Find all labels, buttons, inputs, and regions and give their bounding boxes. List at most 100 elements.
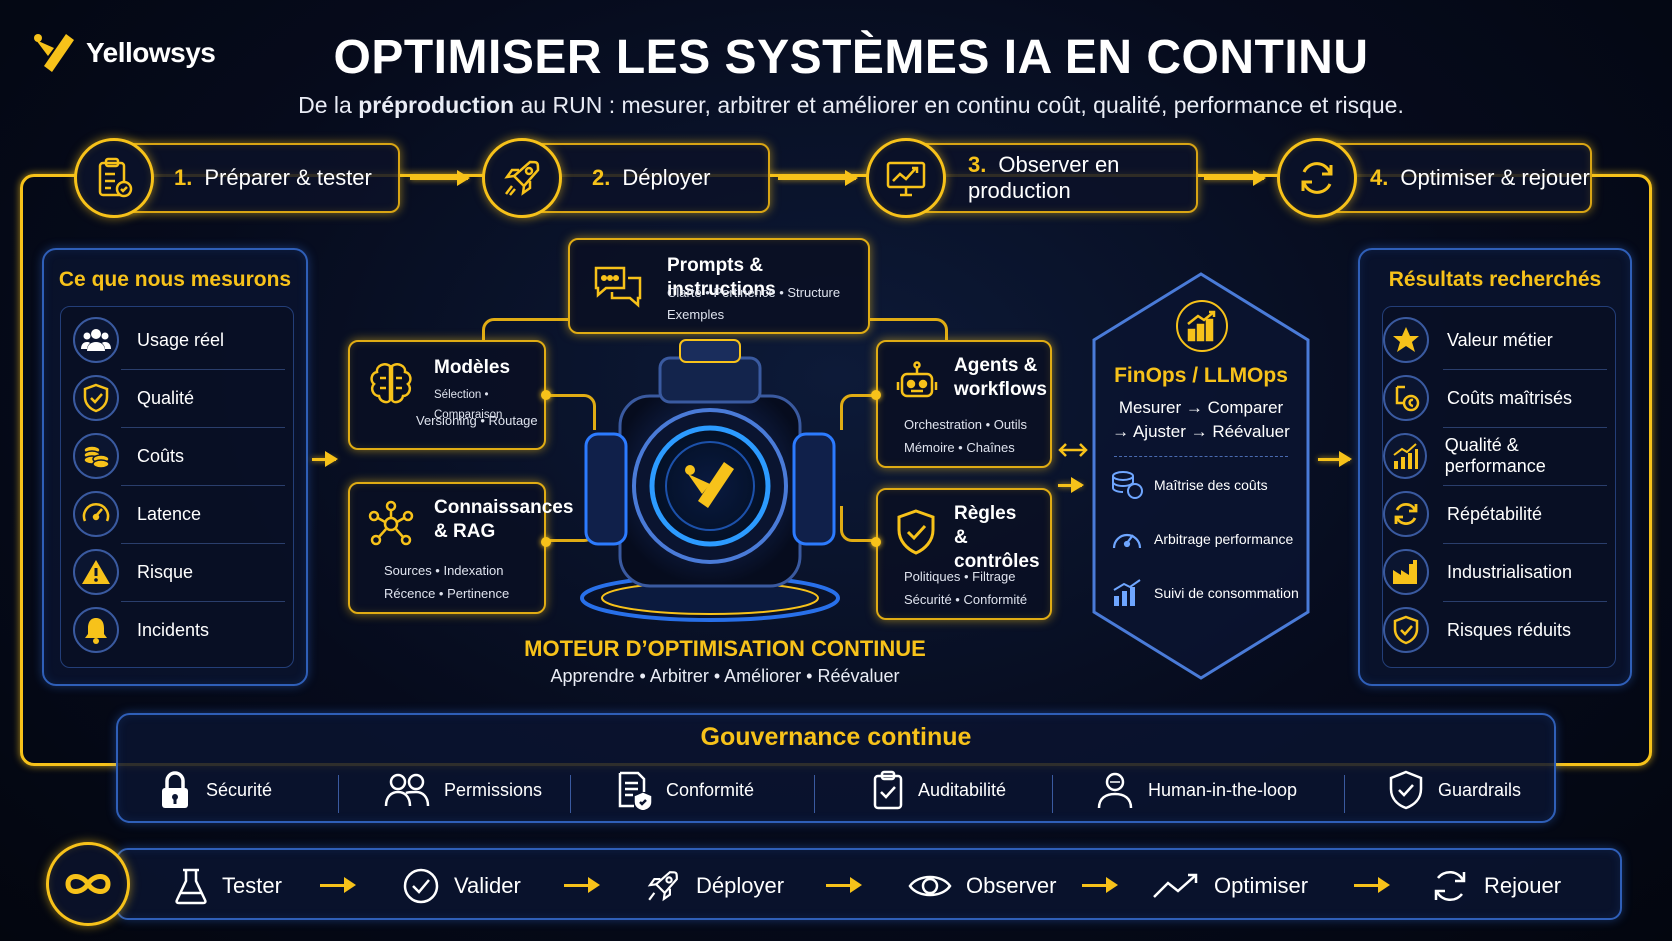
finops-title: FinOps / LLMOps <box>1114 364 1288 387</box>
agents-title: Agents &workflows <box>954 355 1047 400</box>
users-icon <box>81 329 111 351</box>
governance-separator <box>814 775 815 813</box>
list-item: Usage réel <box>61 311 293 369</box>
list-item: Risques réduits <box>1383 601 1615 659</box>
list-item: Industrialisation <box>1383 543 1615 601</box>
list-item: Suivi de consommation <box>1110 578 1299 608</box>
governance-item: Human-in-the-loop <box>1096 765 1297 815</box>
step-3-box: 3.Observer en production <box>906 143 1198 213</box>
agents-line2: Mémoire • Chaînes <box>904 440 1015 455</box>
step-2-label: Déployer <box>622 165 711 190</box>
models-line2: Versioning • Routage <box>416 413 538 428</box>
list-item: Coûts maîtrisés <box>1383 369 1615 427</box>
measure-label: Incidents <box>137 619 210 640</box>
coins-stack-icon <box>1112 471 1143 499</box>
bar-growth-icon <box>1393 443 1418 469</box>
result-label: Industrialisation <box>1447 561 1573 582</box>
cycle-item: Déployer <box>644 850 784 922</box>
cycle-arrow <box>564 877 600 893</box>
agents-card: Agents &workflows Orchestration • Outils… <box>876 340 1052 468</box>
trend-line-icon <box>1153 873 1198 898</box>
models-title: Modèles <box>434 357 511 378</box>
list-item: Répétabilité <box>1383 485 1615 543</box>
finops-line2: → Ajuster → Réévaluer <box>1112 422 1290 441</box>
step-3-label: Observer en production <box>968 152 1120 203</box>
governance-item: Sécurité <box>158 765 272 815</box>
governance-title: Gouvernance continue <box>700 723 972 751</box>
models-line1: Sélection • Comparaison <box>434 389 503 421</box>
cycle-item: Observer <box>908 850 1056 922</box>
rules-to-finops-arrow <box>1058 477 1084 493</box>
rules-title: Règles& contrôles <box>954 503 1040 572</box>
connector-rules <box>840 506 880 542</box>
step-3-circle <box>866 138 946 218</box>
governance-item: Permissions <box>384 765 542 815</box>
connector-prompts-right <box>868 318 948 340</box>
page-title: OPTIMISER LES SYSTÈMES IA EN CONTINU <box>333 31 1369 84</box>
robot-icon <box>896 361 938 398</box>
engine-title: MOTEUR D’OPTIMISATION CONTINUE <box>524 636 926 661</box>
measure-list: Usage réel Qualité Coûts Latence Risque … <box>60 306 294 668</box>
measure-label: Usage réel <box>137 329 225 350</box>
shield-check-icon <box>1393 615 1419 645</box>
step-arrow-3 <box>1204 170 1266 186</box>
finops-divider <box>1114 456 1288 457</box>
optimization-engine-illustration <box>580 339 840 622</box>
prompts-title: Prompts & instructions <box>667 255 776 300</box>
governance-separator <box>1344 775 1345 813</box>
shield-check-icon <box>83 383 109 413</box>
bidirectional-arrow <box>1056 440 1090 460</box>
governance-separator <box>570 775 571 813</box>
knowledge-line1: Sources • Indexation <box>384 563 504 578</box>
cycle-item: Rejouer <box>1430 850 1561 922</box>
models-card: Modèles Sélection • Comparaison Versioni… <box>348 340 546 450</box>
step-2-circle <box>482 138 562 218</box>
yellowsys-logo-icon <box>34 34 74 72</box>
step-arrow-2 <box>778 170 858 186</box>
prompts-line2: Exemples <box>667 307 725 322</box>
knowledge-title: Connaissances& RAG <box>434 497 574 542</box>
replay-icon <box>1434 871 1466 901</box>
finops-item-label: Suivi de consommation <box>1154 585 1299 601</box>
flask-icon <box>175 868 207 905</box>
result-label: Risques réduits <box>1447 619 1572 640</box>
factory-icon <box>1393 560 1417 584</box>
result-label: Répétabilité <box>1447 503 1543 524</box>
prompts-card: Prompts & instructions Clarté • Pertinen… <box>568 238 870 334</box>
knowledge-card: Connaissances& RAG Sources • Indexation … <box>348 482 573 614</box>
page-subtitle: De la préproduction au RUN : mesurer, ar… <box>298 92 1404 118</box>
result-label: Coûts maîtrisés <box>1447 387 1573 408</box>
governance-item: Guardrails <box>1388 765 1521 815</box>
knowledge-connector-dot <box>541 537 551 547</box>
list-item: Arbitrage performance <box>1110 524 1293 554</box>
brand-name: Yellowsys <box>86 37 216 68</box>
person-icon <box>1097 772 1133 809</box>
shield-check-icon <box>1389 770 1423 810</box>
bell-icon <box>85 618 107 644</box>
clipboard-check-icon <box>873 770 903 810</box>
list-item: Latence <box>61 485 293 543</box>
star-icon <box>1393 327 1419 352</box>
models-connector-dot <box>541 390 551 400</box>
measure-label: Latence <box>137 503 202 524</box>
brain-icon <box>370 363 412 404</box>
speedometer-icon <box>1112 533 1142 549</box>
list-item: Risque <box>61 543 293 601</box>
step-2-box: 2.Déployer <box>520 143 770 213</box>
cycle-bar: Tester Valider Déployer Observer Optimis… <box>116 848 1622 920</box>
check-circle-icon <box>403 868 439 904</box>
coins-icon <box>83 445 110 469</box>
step-1-circle <box>74 138 154 218</box>
cost-control-icon <box>1395 385 1420 412</box>
list-item: Maîtrise des coûts <box>1110 470 1268 500</box>
shield-check-icon <box>897 509 935 555</box>
document-shield-icon <box>618 771 652 810</box>
list-item: Qualité & performance <box>1383 427 1615 485</box>
governance-separator <box>1052 775 1053 813</box>
result-label: Qualité & performance <box>1444 435 1546 476</box>
clipboard-check-icon <box>98 157 133 198</box>
connector-models <box>546 394 596 430</box>
list-item: Incidents <box>61 601 293 659</box>
step-4-circle <box>1277 138 1357 218</box>
results-panel-title: Résultats recherchés <box>1388 268 1602 291</box>
